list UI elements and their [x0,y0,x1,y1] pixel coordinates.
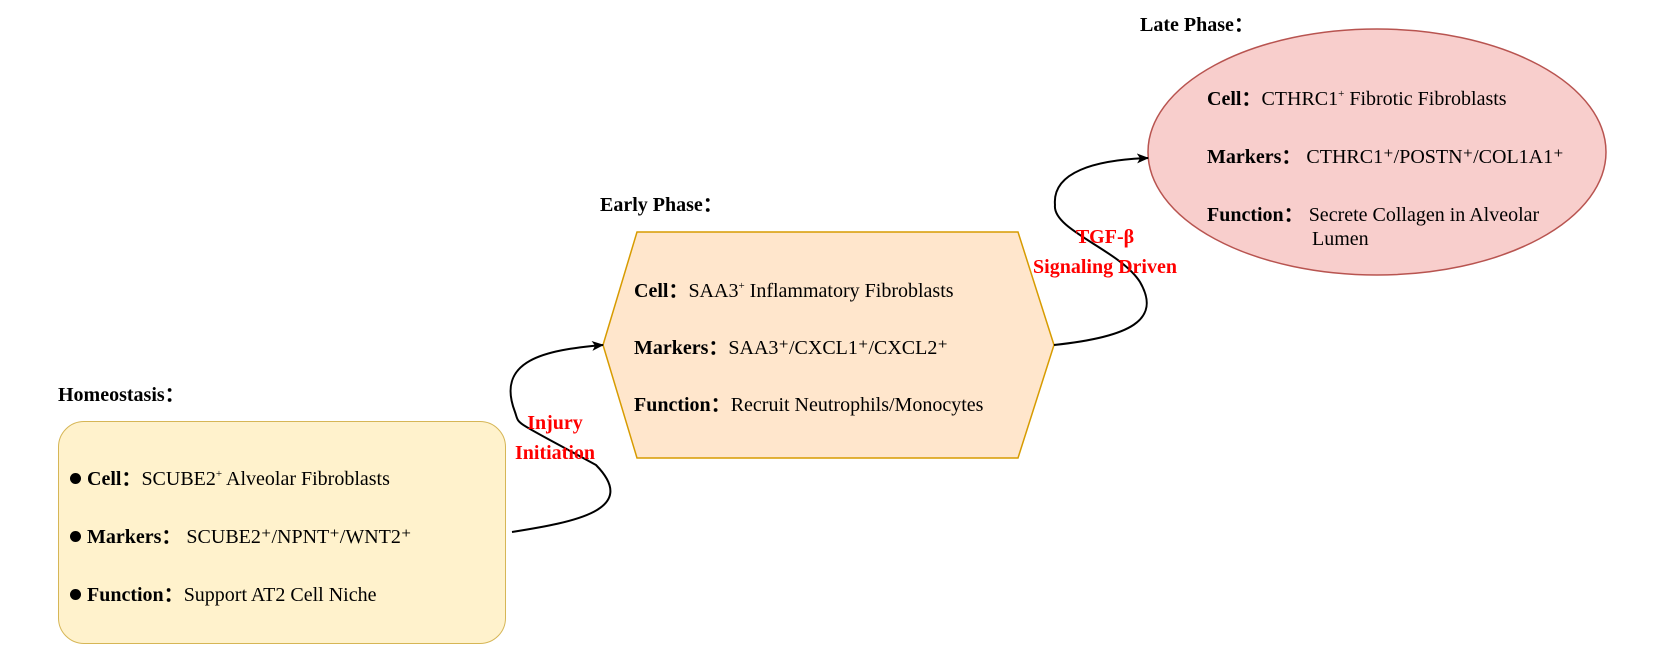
homeostasis-cell-row: Cell：SCUBE2+ Alveolar Fibroblasts [70,462,390,491]
late-function-row: Function： Secrete Collagen in Alveolar [1207,198,1539,227]
homeostasis-box [58,421,506,644]
early-cell-label: Cell： [634,280,689,302]
late-phase-ellipse [1147,28,1607,276]
early-markers-label: Markers： [634,337,729,359]
homeostasis-function-value: Support AT2 Cell Niche [183,584,377,606]
homeostasis-cell-value: SCUBE2 [141,468,216,490]
late-markers-value: CTHRC1⁺/POSTN⁺/COL1A1⁺ [1306,146,1564,168]
late-function-row-continued: Lumen [1312,228,1369,251]
injury-initiation-arrow [509,340,612,533]
late-cell-row: Cell：CTHRC1+ Fibrotic Fibroblasts [1207,82,1507,111]
bullet-icon [70,473,81,484]
injury-label-line1: Injury [527,412,583,434]
early-cell-sup: + [738,280,745,292]
early-markers-value: SAA3⁺/CXCL1⁺/CXCL2⁺ [728,337,948,359]
late-phase-heading: Late Phase： [1140,14,1254,36]
tgf-signaling-label: TGF-β Signaling Driven [1015,222,1195,282]
early-function-row: Function：Recruit Neutrophils/Monocytes [634,388,983,417]
homeostasis-cell-label: Cell： [87,468,142,490]
homeostasis-markers-value: SCUBE2⁺/NPNT⁺/WNT2⁺ [186,526,412,548]
late-markers-label: Markers： [1207,146,1302,168]
late-cell-sup: + [1338,88,1345,100]
early-phase-heading: Early Phase： [600,194,723,216]
injury-initiation-label: Injury Initiation [500,408,610,468]
late-function-label: Function： [1207,204,1304,226]
early-cell-value: SAA3 [688,280,739,302]
homeostasis-function-row: Function：Support AT2 Cell Niche [70,578,376,607]
homeostasis-cell-sup: + [215,468,223,480]
early-function-value: Recruit Neutrophils/Monocytes [730,394,984,416]
late-function-value-line2: Lumen [1312,228,1369,250]
bullet-icon [70,589,81,600]
late-markers-row: Markers： CTHRC1⁺/POSTN⁺/COL1A1⁺ [1207,140,1564,169]
late-function-value-line1: Secrete Collagen in Alveolar [1308,204,1540,226]
late-cell-rest: Fibrotic Fibroblasts [1344,88,1507,110]
tgf-signaling-arrow [1053,153,1149,346]
tgf-label-line1: TGF-β [1075,226,1135,248]
homeostasis-cell-rest: Alveolar Fibroblasts [222,468,390,490]
homeostasis-heading: Homeostasis： [58,384,185,406]
bullet-icon [70,531,81,542]
homeostasis-markers-row: Markers： SCUBE2⁺/NPNT⁺/WNT2⁺ [70,520,411,549]
early-cell-rest: Inflammatory Fibroblasts [744,280,954,302]
homeostasis-function-label: Function： [87,584,184,606]
early-cell-row: Cell：SAA3+ Inflammatory Fibroblasts [634,274,954,303]
early-markers-row: Markers：SAA3⁺/CXCL1⁺/CXCL2⁺ [634,331,948,360]
homeostasis-markers-label: Markers： [87,526,182,548]
late-cell-value: CTHRC1 [1261,88,1339,110]
late-cell-label: Cell： [1207,88,1262,110]
early-function-label: Function： [634,394,731,416]
injury-label-line2: Initiation [514,442,596,464]
tgf-label-line2: Signaling Driven [1033,256,1177,278]
